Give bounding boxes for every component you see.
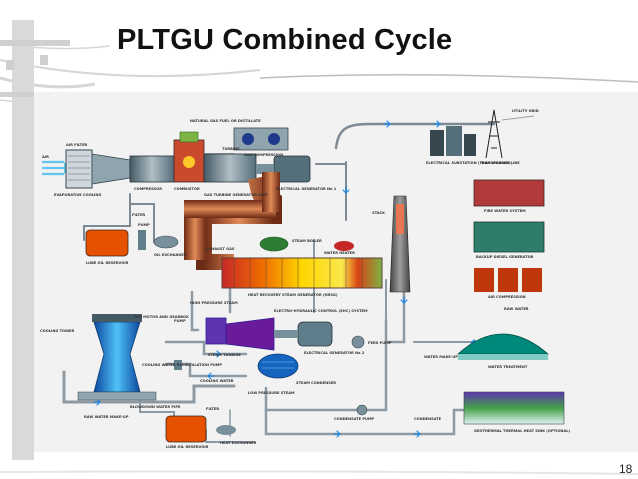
stack-flame xyxy=(396,204,404,234)
page-number: 18 xyxy=(619,462,633,476)
label-feed-pump: FEED PUMP xyxy=(368,341,392,345)
label-cooling-tower: COOLING TOWER xyxy=(40,329,75,333)
hrsg xyxy=(221,257,383,289)
generator-shaft-2 xyxy=(274,330,298,338)
label-utility-grid: UTILITY GRID xyxy=(512,109,539,113)
label-electrical-generator-2: ELECTRICAL GENERATOR No 2 xyxy=(304,351,365,355)
geothermal-heat-sink xyxy=(463,391,565,425)
label-oil-exchanger-1: OIL EXCHANGER xyxy=(154,253,187,257)
combined-cycle-diagram: AIR AIR FILTER EVAPORATIVE COOLING NATUR… xyxy=(34,92,638,452)
exhaust-duct xyxy=(184,172,282,270)
label-stack: STACK xyxy=(372,211,385,215)
label-hrsg: HEAT RECOVERY STEAM GENERATOR (HRSG) xyxy=(248,293,338,297)
steam-condenser xyxy=(257,353,299,379)
condensate-pump xyxy=(356,404,368,416)
cooling-water-recirculation-pump xyxy=(174,360,182,370)
hrsg-tubes xyxy=(233,258,363,288)
label-high-voltage-line: HIGH VOLTAGE LINE xyxy=(480,161,520,165)
label-air: AIR xyxy=(42,155,49,159)
feed-pump xyxy=(351,335,365,349)
label-electrical-generator-1: ELECTRICAL GENERATOR No 1 xyxy=(276,187,337,191)
label-air-filter: AIR FILTER xyxy=(66,143,88,147)
condenser-tubes xyxy=(262,361,294,369)
heat-exchanger xyxy=(216,425,236,435)
label-exhaust-gas: EXHAUST GAS xyxy=(206,247,235,251)
label-steam-turbine: STEAM TURBINE xyxy=(208,353,241,357)
lube-oil-reservoir-2 xyxy=(165,415,207,443)
label-pump-2: PUMP xyxy=(174,319,186,323)
label-lube-oil-reservoir-1: LUBE OIL RESERVOIR xyxy=(86,261,129,265)
gas-turbine xyxy=(203,153,257,183)
stack xyxy=(389,195,411,293)
label-filter-1: FILTER xyxy=(132,213,145,217)
label-turbine: TURBINE xyxy=(222,147,240,151)
label-raw-water-make-up: RAW WATER MAKE-UP xyxy=(84,415,129,419)
air-filter-louvers xyxy=(68,155,90,181)
label-high-pressure-steam: HIGH PRESSURE STEAM xyxy=(190,301,238,305)
label-pump-1: PUMP xyxy=(138,223,150,227)
combustor xyxy=(173,131,205,183)
lube-oil-reservoir-1 xyxy=(85,229,129,257)
label-water-treatment: WATER TREATMENT xyxy=(488,365,528,369)
pump-1 xyxy=(138,230,146,250)
steam-boiler xyxy=(259,236,289,252)
label-ehc-control: ELECTRO-HYDRAULIC CONTROL (EHC) SYSTEM xyxy=(274,309,368,313)
slide-title: PLTGU Combined Cycle xyxy=(117,24,453,56)
compressor xyxy=(129,155,175,183)
label-blowdown-water-pipe: BLOWDOWN WATER PIPE xyxy=(130,405,181,409)
label-air-compression: AIR COMPRESSION xyxy=(488,295,526,299)
label-fire-water-system: FIRE WATER SYSTEM xyxy=(484,209,526,213)
label-filter-2: FILTER xyxy=(206,407,219,411)
label-gas-compression: GAS COMPRESSION xyxy=(244,153,283,157)
label-electrical-substation: ELECTRICAL SUBSTATION (TRANSFORMER) xyxy=(426,161,512,165)
label-compressor: COMPRESSOR xyxy=(134,187,162,191)
high-voltage-tower xyxy=(485,109,503,159)
label-lube-oil-reservoir-2: LUBE OIL RESERVOIR xyxy=(166,445,209,449)
label-evaporative-cooling: EVAPORATIVE COOLING xyxy=(54,193,101,197)
label-heat-exchanger: HEAT EXCHANGER xyxy=(220,441,257,445)
label-gas-turbine-generator-unit: GAS TURBINE GENERATOR UNIT xyxy=(204,193,268,197)
diagram-labels: AIR AIR FILTER EVAPORATIVE COOLING NATUR… xyxy=(40,109,571,449)
fan-motor-gearbox xyxy=(92,314,142,322)
cooling-tower-basin xyxy=(77,391,157,401)
label-cooling-water: COOLING WATER xyxy=(200,379,234,383)
label-fan-motor-gearbox: FAN MOTOR AND GEARBOX xyxy=(134,315,189,319)
water-heater xyxy=(334,241,354,251)
label-water-make-up: WATER MAKE-UP xyxy=(424,355,458,359)
oil-exchanger-1 xyxy=(153,235,179,249)
label-cooling-water-recirculation-pump: COOLING WATER RECIRCULATION PUMP xyxy=(142,363,222,367)
fire-water-system xyxy=(473,179,545,207)
label-geothermal-heat-sink: GEOTHERMAL THERMAL HEAT SINK (OPTIONAL) xyxy=(474,429,571,433)
steam-turbine xyxy=(225,317,275,351)
plant-schematic: AIR AIR FILTER EVAPORATIVE COOLING NATUR… xyxy=(34,92,638,452)
label-water-heater: WATER HEATER xyxy=(324,251,355,255)
label-steam-condenser: STEAM CONDENSER xyxy=(296,381,336,385)
utility-grid-line xyxy=(501,115,535,121)
label-combustor: COMBUSTOR xyxy=(174,187,200,191)
label-low-pressure-steam: LOW PRESSURE STEAM xyxy=(248,391,295,395)
label-natural-gas-fuel: NATURAL GAS FUEL OR DISTILLATE xyxy=(190,119,261,123)
electrical-generator-2 xyxy=(297,321,333,347)
water-treatment-dome xyxy=(456,333,550,355)
water-treatment-base xyxy=(458,354,548,360)
air-compression xyxy=(474,268,542,292)
label-steam-boiler: STEAM BOILER xyxy=(292,239,322,243)
ehc-control xyxy=(205,317,227,345)
label-condensate-pump: CONDENSATE PUMP xyxy=(334,417,375,421)
gas-compression xyxy=(233,127,289,151)
label-raw-water: RAW WATER xyxy=(504,307,529,311)
backup-diesel-generator xyxy=(473,221,545,253)
generator-shaft-1 xyxy=(256,164,274,174)
label-backup-diesel-generator: BACKUP DIESEL GENERATOR xyxy=(476,255,534,259)
label-condensate: CONDENSATE xyxy=(414,417,442,421)
electrical-substation xyxy=(430,126,476,156)
